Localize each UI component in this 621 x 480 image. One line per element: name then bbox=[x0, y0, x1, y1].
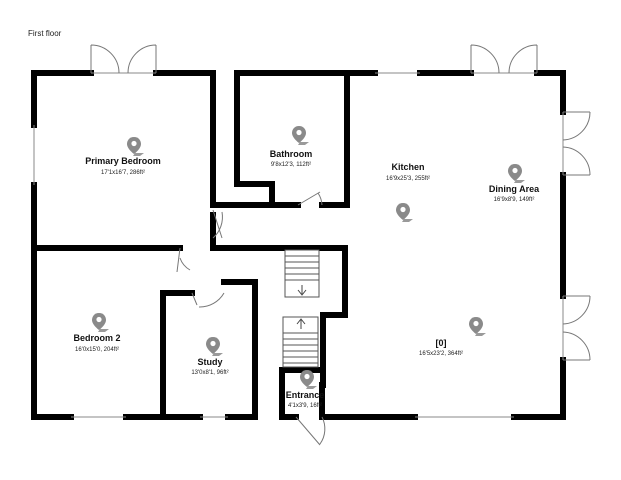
room-dims-entrance: 4'1x3'9, 16ft² bbox=[288, 403, 322, 409]
room-dims-study: 13'0x8'1, 96ft² bbox=[191, 370, 229, 376]
room-name-dining-area: Dining Area bbox=[488, 184, 540, 194]
room-dims-bathroom: 9'8x12'3, 112ft² bbox=[270, 162, 312, 168]
room-name-bathroom: Bathroom bbox=[269, 149, 313, 159]
room-name-primary-bedroom: Primary Bedroom bbox=[85, 156, 161, 166]
room-dims-unnamed: 16'5x23'2, 364ft² bbox=[419, 351, 463, 357]
room-name-bedroom-2: Bedroom 2 bbox=[73, 333, 121, 343]
room-name-study: Study bbox=[197, 357, 223, 367]
floor-label: First floor bbox=[28, 29, 62, 38]
room-name-entrance: Entrance bbox=[285, 390, 325, 400]
room-dims-primary-bedroom: 17'1x16'7, 286ft² bbox=[101, 170, 145, 176]
room-name-kitchen: Kitchen bbox=[391, 162, 425, 172]
arrow-icon bbox=[296, 285, 307, 329]
stairs bbox=[282, 249, 320, 368]
room-dims-kitchen: 16'9x25'3, 255ft² bbox=[386, 176, 430, 182]
room-dims-bedroom-2: 16'0x15'0, 204ft² bbox=[75, 347, 119, 353]
room-name-unnamed: [0] bbox=[435, 338, 447, 348]
doors bbox=[90, 44, 591, 446]
windows bbox=[33, 72, 564, 418]
room-dims-dining-area: 16'9x8'9, 149ft² bbox=[493, 197, 535, 203]
